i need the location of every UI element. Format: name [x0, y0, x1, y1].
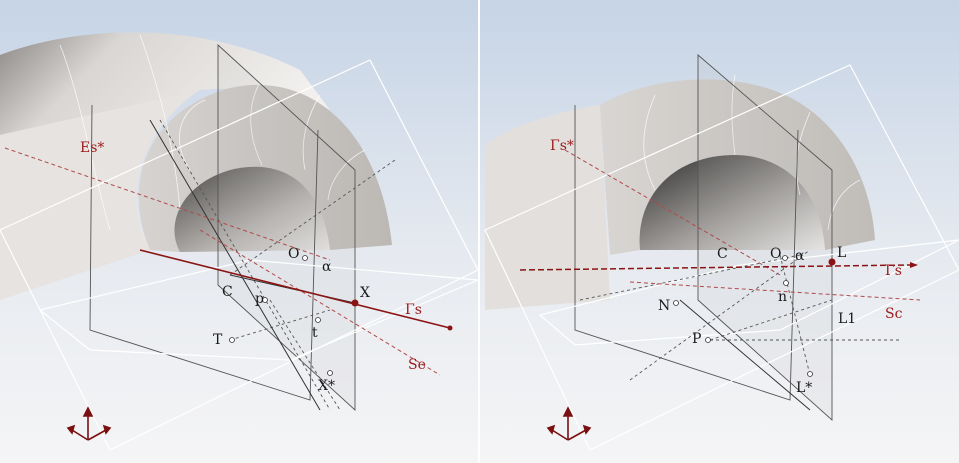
plane-edges	[484, 64, 959, 451]
point-markers	[673, 255, 813, 377]
label-l-star: L*	[796, 380, 812, 396]
gamma-s-end-point	[447, 325, 453, 331]
right-diagram: Γs* C O α L Γs N n Sc L1 P L*	[480, 0, 959, 463]
label-gamma-s: Γs	[405, 302, 422, 318]
label-x: X	[360, 285, 370, 301]
tube-end-face	[600, 79, 875, 256]
vertical-plane-edges	[89, 43, 356, 412]
label-t-lower: t	[312, 325, 318, 341]
label-t-upper: T	[213, 332, 223, 348]
tube-side-surface	[0, 90, 200, 300]
label-o: O	[288, 246, 299, 262]
label-l: L	[837, 245, 846, 261]
face-grid	[59, 34, 366, 231]
label-es-star: Es*	[80, 140, 104, 156]
construction-lines	[159, 119, 396, 411]
label-x-star: X*	[318, 378, 335, 394]
tube-side-surface	[485, 105, 610, 310]
es-star-line	[4, 147, 331, 261]
gamma-s-line	[139, 249, 451, 329]
label-p: P	[692, 331, 701, 347]
label-c: C	[717, 246, 728, 262]
label-alpha: α	[795, 248, 805, 264]
construction-lines	[579, 249, 900, 381]
label-alpha: α	[322, 259, 332, 275]
label-sc: Sc	[885, 306, 903, 322]
label-se: Se	[408, 357, 426, 373]
axis-triad-icon	[546, 406, 592, 441]
label-o: O	[770, 246, 781, 262]
left-diagram: Es* O α C p X Γs T t Se X*	[0, 0, 478, 463]
tube-outer-surface	[0, 32, 330, 135]
tube-inner-hollow	[639, 155, 825, 250]
point-l	[828, 258, 836, 266]
label-p: p	[255, 291, 264, 307]
label-n-upper: N	[658, 298, 670, 314]
tube-inner-hollow	[174, 166, 330, 252]
gamma-s-arrowhead	[910, 262, 918, 268]
point-markers	[229, 255, 333, 376]
point-x	[351, 299, 359, 307]
gamma-s-line	[519, 264, 911, 271]
tube-end-face	[138, 84, 392, 252]
label-gamma-s: Γs	[885, 263, 902, 279]
vertical-plane-edges	[574, 54, 833, 422]
label-l1: L1	[838, 311, 856, 327]
label-gamma-s-star: Γs*	[550, 138, 574, 154]
label-n-lower: n	[778, 289, 787, 305]
se-line	[199, 229, 441, 376]
panel-left: Es* O α C p X Γs T t Se X*	[0, 0, 478, 463]
axis-triad-icon	[66, 406, 112, 441]
panel-right: Γs* C O α L Γs N n Sc L1 P L*	[480, 0, 959, 463]
solid-construction-lines	[679, 299, 811, 411]
label-c: C	[222, 284, 233, 300]
